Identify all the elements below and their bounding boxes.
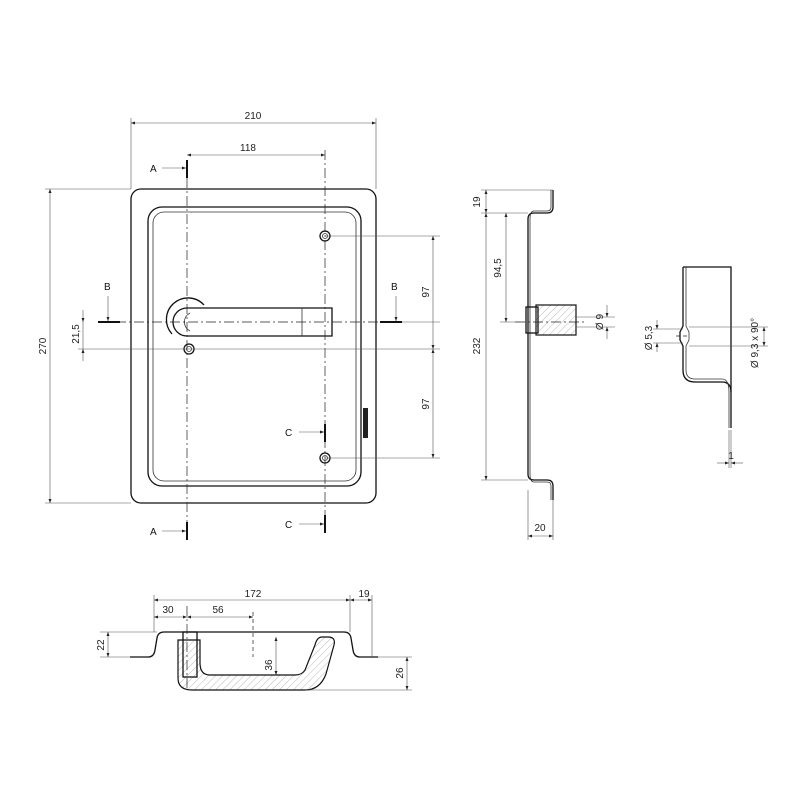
svg-text:C: C [285, 428, 292, 439]
dim-countersink: Ø 9,3 x 90° [750, 318, 761, 368]
front-view: 210 118 270 21,5 97 97 A A B [38, 111, 440, 540]
dim-hole-dia: Ø 5,3 [644, 325, 655, 350]
dim-side-depth: 20 [534, 523, 546, 534]
section-marker-b-right: B [380, 282, 402, 323]
logo-mark [363, 408, 368, 438]
dim-offset-v: 21,5 [71, 324, 82, 344]
recess-inner [152, 211, 357, 482]
dim-handle-height: 36 [264, 659, 275, 671]
dim-shaft-dia: Ø 9 [595, 314, 606, 331]
dim-handle-offset: 56 [212, 605, 224, 616]
svg-text:C: C [285, 520, 292, 531]
pivot-pin [182, 631, 198, 678]
dim-axis: 30 [162, 605, 174, 616]
svg-text:A: A [150, 527, 157, 538]
dim-upper-pitch: 97 [421, 286, 432, 298]
dim-hole-offset: 118 [240, 143, 256, 154]
shaft-section [535, 304, 577, 336]
section-marker-b-left: B [98, 282, 120, 323]
svg-text:B: B [391, 282, 398, 293]
handle-section [177, 636, 335, 691]
section-marker-a-top: A [150, 160, 188, 178]
section-view: 172 19 30 56 22 36 26 [96, 589, 412, 691]
side-view: 19 232 94,5 Ø 9 20 [472, 189, 615, 540]
detail-view: Ø 5,3 Ø 9,3 x 90° 1 [644, 266, 768, 468]
dim-height: 270 [38, 337, 49, 354]
outer-plate [130, 188, 377, 504]
recess-outer [147, 206, 362, 487]
dim-side-height: 232 [472, 337, 483, 354]
section-marker-c-bottom: C [285, 515, 326, 533]
section-marker-c-top: C [285, 424, 326, 442]
dim-thickness: 1 [728, 451, 734, 462]
dim-width: 210 [245, 111, 262, 122]
dim-side-axis: 94,5 [493, 258, 504, 278]
dim-flange: 19 [358, 589, 370, 600]
dim-side-top: 19 [472, 196, 483, 208]
dim-lower-pitch: 97 [421, 398, 432, 410]
dim-recess-depth: 22 [96, 639, 107, 651]
handle [165, 297, 333, 337]
dim-length: 172 [245, 589, 262, 600]
section-marker-a-bottom: A [150, 522, 188, 540]
dim-projection: 26 [395, 667, 406, 679]
svg-text:B: B [104, 282, 111, 293]
svg-text:A: A [150, 164, 157, 175]
